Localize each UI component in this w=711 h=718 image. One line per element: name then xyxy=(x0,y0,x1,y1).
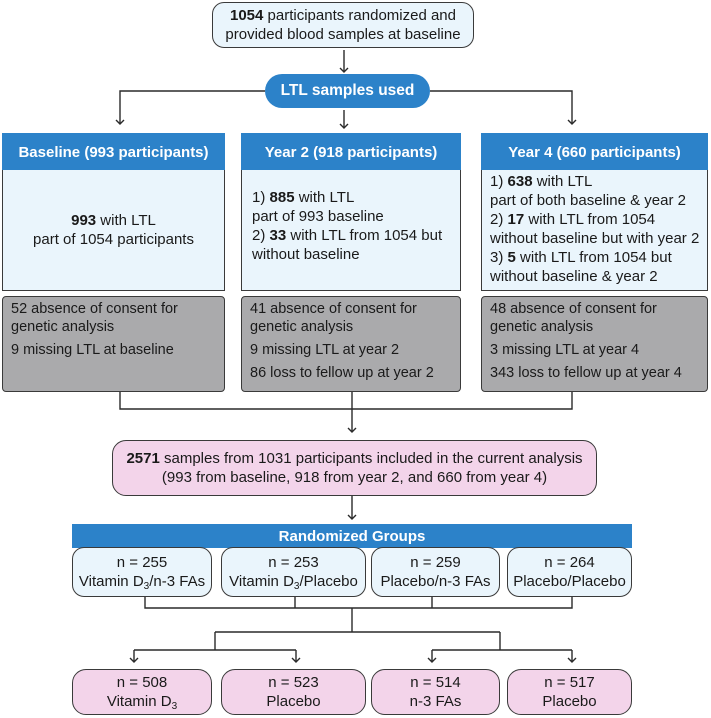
baseline-line2: part of 1054 participants xyxy=(33,231,194,248)
group-n: n = 253 xyxy=(268,554,319,571)
group-box-vitd-placebo: n = 253 Vitamin D3/Placebo xyxy=(221,547,366,597)
baseline-exclusions-box: 52 absence of consent for genetic analys… xyxy=(2,296,225,392)
baseline-line1: with LTL xyxy=(96,212,156,229)
year4-count-3: 5 xyxy=(507,249,516,266)
baseline-header-text: Baseline (993 participants) xyxy=(18,143,209,161)
baseline-header: Baseline (993 participants) xyxy=(2,133,225,171)
enrollment-text-line1: participants randomized and xyxy=(263,7,456,24)
baseline-exclusion-1: 52 absence of consent for genetic analys… xyxy=(11,301,178,335)
year4-item1-line2: part of both baseline & year 2 xyxy=(490,192,686,209)
bottom-label: Placebo xyxy=(542,693,597,710)
combined-count: 2571 xyxy=(126,450,160,467)
groups-merge-line xyxy=(144,597,573,609)
group-label: Placebo/n-3 FAs xyxy=(380,573,491,590)
year4-detail-box: 1) 638 with LTL part of both baseline & … xyxy=(481,170,708,291)
group-label: Placebo/Placebo xyxy=(513,573,626,590)
year2-exclusion-1: 41 absence of consent for genetic analys… xyxy=(250,301,417,335)
combined-line1: samples from 1031 participants included … xyxy=(159,450,583,467)
group-label: Vitamin D xyxy=(229,573,294,590)
bottom-n: n = 514 xyxy=(410,674,461,691)
year2-exclusions-box: 41 absence of consent for genetic analys… xyxy=(241,296,461,392)
ltl-samples-text: LTL samples used xyxy=(280,82,415,99)
bottom-box-n3fas: n = 514 n-3 FAs xyxy=(371,669,500,715)
randomized-groups-title: Randomized Groups xyxy=(278,527,426,545)
year2-header: Year 2 (918 participants) xyxy=(241,133,461,171)
year2-exclusion-3: 86 loss to fellow up at year 2 xyxy=(250,365,434,381)
bottom-n: n = 517 xyxy=(544,674,595,691)
year4-exclusion-1: 48 absence of consent for genetic analys… xyxy=(490,301,657,335)
year2-count-2: 33 xyxy=(269,227,287,244)
combined-samples-box: 2571 samples from 1031 participants incl… xyxy=(112,440,597,496)
baseline-detail-box: 993 with LTL part of 1054 participants xyxy=(2,170,225,291)
ltl-samples-label: LTL samples used xyxy=(265,74,430,108)
group-n: n = 259 xyxy=(410,554,461,571)
year2-count-1: 885 xyxy=(269,189,295,206)
group-box-placebo-placebo: n = 264 Placebo/Placebo xyxy=(507,547,632,597)
bottom-label: Vitamin D xyxy=(106,693,172,710)
randomized-groups-header: Randomized Groups xyxy=(72,524,632,548)
arrow-ltl-to-baseline xyxy=(115,90,265,125)
bottom-label: n-3 FAs xyxy=(409,693,462,710)
year4-header-text: Year 4 (660 participants) xyxy=(508,143,681,161)
bottom-n: n = 508 xyxy=(116,674,168,691)
year4-exclusion-3: 343 loss to fellow up at year 4 xyxy=(490,365,682,381)
year4-item3-line2: without baseline & year 2 xyxy=(490,268,658,285)
year2-exclusion-2: 9 missing LTL at year 2 xyxy=(250,342,400,358)
year4-exclusion-2: 3 missing LTL at year 4 xyxy=(490,342,640,358)
year2-header-text: Year 2 (918 participants) xyxy=(264,143,438,161)
bottom-label: Placebo xyxy=(266,693,321,710)
enrollment-count: 1054 xyxy=(230,7,264,24)
enrollment-box: 1054 participants randomized and provide… xyxy=(212,2,474,48)
year2-item2-line2: without baseline xyxy=(252,246,360,263)
year2-detail-box: 1) 885 with LTL part of 993 baseline 2) … xyxy=(241,170,461,291)
year4-item2-line2: without baseline but with year 2 xyxy=(490,230,700,247)
year4-header: Year 4 (660 participants) xyxy=(481,133,708,171)
bottom-n: n = 523 xyxy=(268,674,319,691)
enrollment-text-line2: provided blood samples at baseline xyxy=(225,26,461,43)
merge-line xyxy=(119,392,573,410)
group-n: n = 264 xyxy=(544,554,595,571)
bottom-box-vitd: n = 508 Vitamin D3 xyxy=(72,669,212,715)
combined-line2: (993 from baseline, 918 from year 2, and… xyxy=(161,469,548,486)
year4-count-2: 17 xyxy=(507,211,525,228)
arrow-ltl-to-year4 xyxy=(430,90,577,125)
group-box-vitd-n3: n = 255 Vitamin D3/n-3 FAs xyxy=(72,547,212,597)
bottom-box-placebo-right: n = 517 Placebo xyxy=(507,669,632,715)
group-label: Vitamin D xyxy=(78,573,144,590)
baseline-count: 993 xyxy=(71,212,97,229)
bottom-box-placebo-left: n = 523 Placebo xyxy=(221,669,366,715)
year4-exclusions-box: 48 absence of consent for genetic analys… xyxy=(481,296,708,392)
year2-item1-line2: part of 993 baseline xyxy=(252,208,384,225)
group-n: n = 255 xyxy=(116,554,168,571)
group-box-placebo-n3: n = 259 Placebo/n-3 FAs xyxy=(371,547,500,597)
baseline-exclusion-2: 9 missing LTL at baseline xyxy=(11,342,174,358)
year4-count-1: 638 xyxy=(507,173,533,190)
